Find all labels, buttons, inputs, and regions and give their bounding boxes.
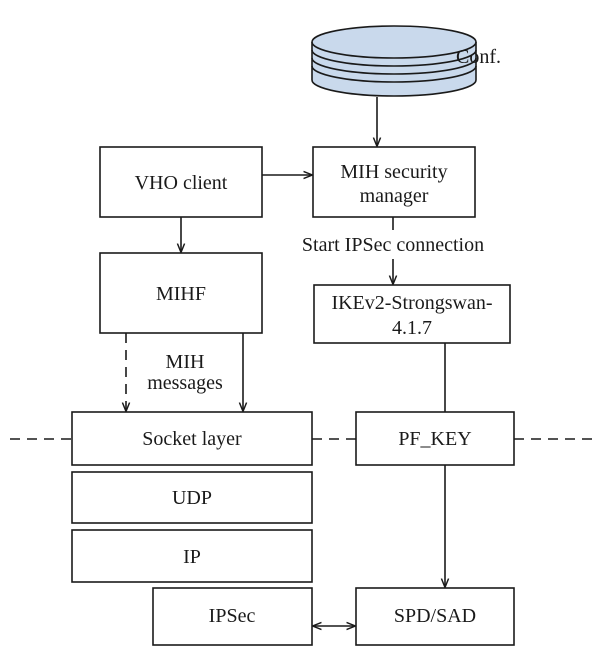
mih-security-manager-label-line2: manager [360, 185, 429, 207]
conf-label: Conf. [456, 46, 501, 68]
pf-key-box [355, 411, 515, 466]
vho-client-box [99, 146, 263, 218]
pf-key-label: PF_KEY [398, 428, 471, 450]
udp-label: UDP [172, 487, 212, 509]
mih-messages-label-line1: MIH [166, 351, 205, 373]
mihf-label: MIHF [156, 283, 206, 305]
ip-label: IP [183, 546, 201, 568]
mih-security-manager-label-line1: MIH security [340, 161, 447, 183]
socket-layer-label: Socket layer [142, 428, 242, 450]
ikev2-box [313, 284, 511, 344]
database-icon [311, 25, 477, 97]
vho-client-label: VHO client [135, 172, 228, 194]
mih-security-manager-box [312, 146, 476, 218]
ipsec-box [152, 587, 313, 646]
ip-box [71, 529, 313, 583]
ikev2-label-line2: 4.1.7 [392, 317, 432, 339]
ipsec-label: IPSec [209, 605, 256, 627]
spd-sad-box [355, 587, 515, 646]
udp-box [71, 471, 313, 524]
ikev2-label-line1: IKEv2-Strongswan- [331, 292, 492, 314]
spd-sad-label: SPD/SAD [394, 605, 476, 627]
mihf-box [99, 252, 263, 334]
mih-messages-label-line2: messages [147, 372, 223, 394]
socket-layer-box [71, 411, 313, 466]
start-ipsec-label: Start IPSec connection [302, 234, 484, 256]
